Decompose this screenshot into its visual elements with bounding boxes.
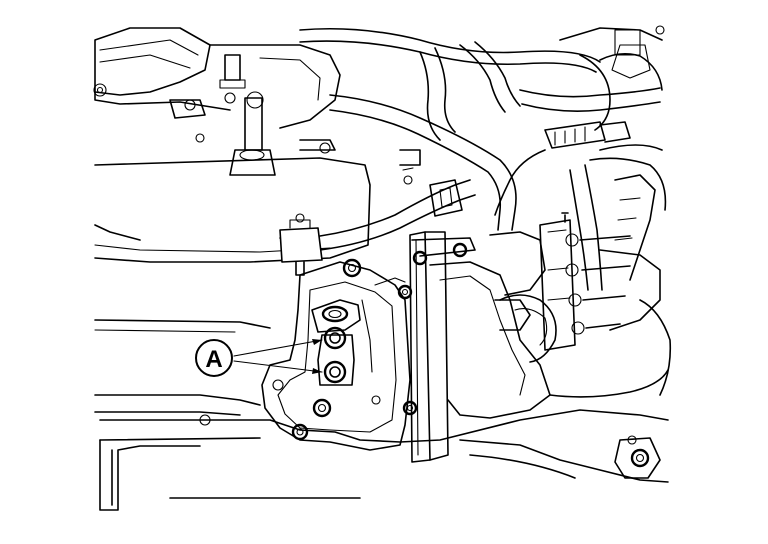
right-connectors — [494, 121, 672, 396]
top-left-housing — [93, 27, 341, 129]
center-column — [399, 149, 476, 463]
right-cover — [429, 231, 669, 483]
mounting-bracket — [261, 258, 418, 451]
upper-hoses — [299, 25, 665, 231]
callout-a-circle — [195, 339, 233, 377]
crossing-tube — [279, 179, 476, 276]
callout-a: A — [195, 339, 323, 377]
fuel-rail — [539, 212, 631, 351]
callout-a-label: A — [205, 346, 222, 373]
left-lower-structure — [94, 224, 669, 511]
intake-manifold — [94, 91, 371, 263]
